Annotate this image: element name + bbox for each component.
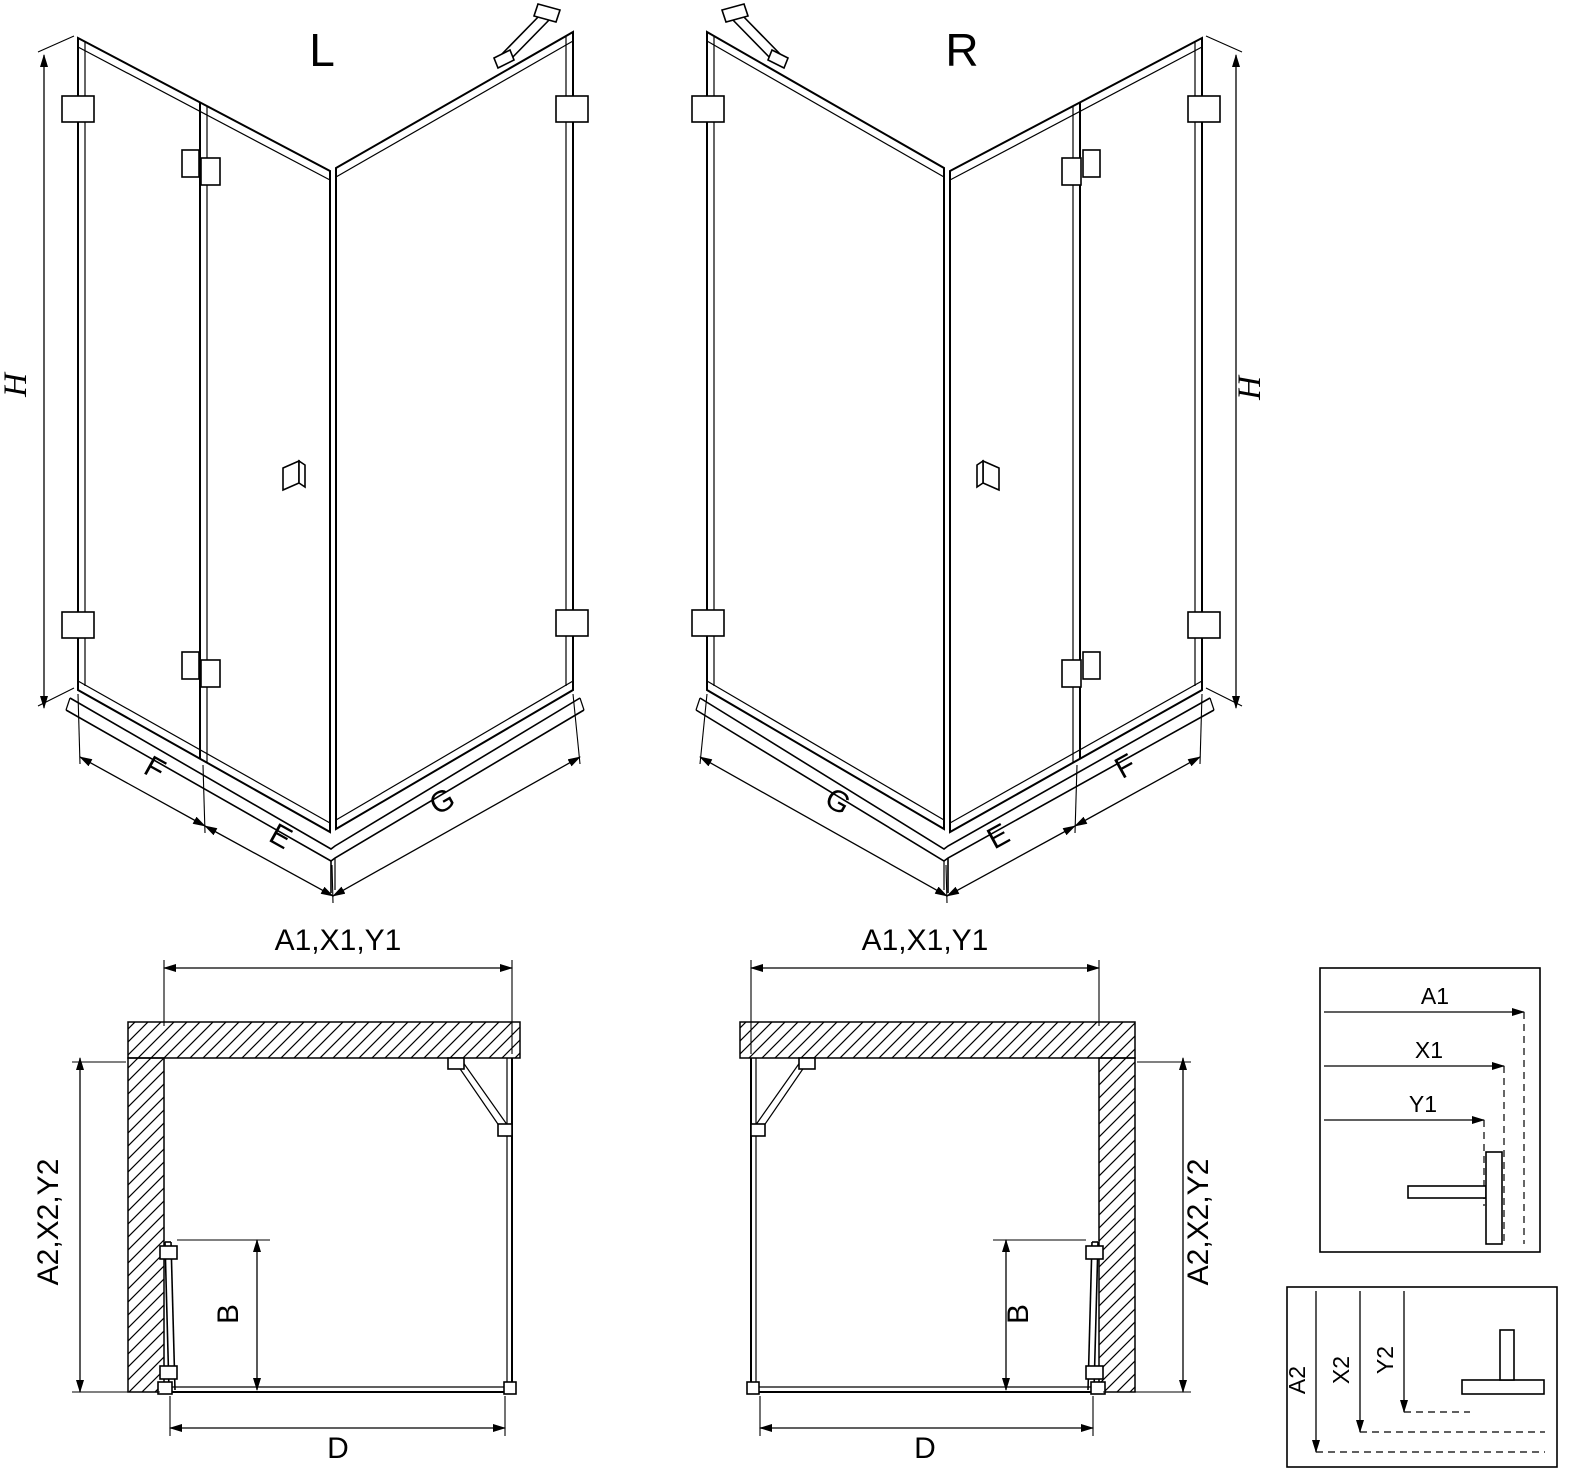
open-door-plan (157, 1241, 517, 1395)
dim-A1X1Y1-label: A1,X1,Y1 (862, 924, 989, 957)
wall-right (1098, 1057, 1136, 1393)
wall-bracket-icons (61, 95, 589, 639)
plan-view-left: A1,X1,Y1 A2,X2,Y2 B D (32, 924, 521, 1465)
dimension-A1X1Y1: A1,X1,Y1 (750, 924, 1100, 1054)
wall-left (127, 1057, 165, 1393)
detail-horizontal-dimensions: A1 X1 Y1 (1319, 967, 1541, 1253)
dimension-B: B (993, 1239, 1086, 1391)
dim-E-label: E (264, 817, 298, 856)
detail-A1-label: A1 (1421, 983, 1449, 1009)
dim-D-label: D (327, 1432, 349, 1465)
dim-B-label: B (212, 1304, 245, 1324)
detail-A2-label: A2 (1284, 1366, 1310, 1394)
dim-F-label: F (139, 750, 171, 788)
dimension-D: D (169, 1396, 506, 1465)
corner-profile-section (1461, 1329, 1545, 1395)
door-hinge-icons (181, 149, 221, 688)
shower-3d-view-right: R (691, 3, 1268, 904)
wall-top (127, 1021, 521, 1059)
dimension-height-left: H (0, 35, 75, 709)
dim-D-label: D (914, 1432, 936, 1465)
glass-panel-front-left (77, 36, 331, 834)
view-right-label: R (945, 24, 978, 76)
dim-B-label: B (1002, 1304, 1035, 1324)
stabilizer-bar-plan (447, 1057, 513, 1137)
glass-panel-front-right (949, 36, 1203, 834)
corner-profile-section (1407, 1151, 1503, 1245)
door-handle-icon (282, 459, 306, 492)
dimension-height-right: H (1205, 35, 1268, 709)
dim-H-label: H (1232, 374, 1268, 401)
shower-3d-view-left: L (0, 3, 589, 904)
dim-A1X1Y1-label: A1,X1,Y1 (275, 924, 402, 957)
door-handle-icon (976, 459, 1000, 492)
glass-panel-side-right (335, 30, 574, 831)
door-hinge-icons (1061, 149, 1101, 688)
detail-X1-label: X1 (1415, 1037, 1443, 1063)
detail-Y2-label: Y2 (1372, 1346, 1398, 1374)
dim-G-label: G (424, 782, 461, 822)
dim-A2X2Y2-label: A2,X2,Y2 (32, 1159, 65, 1286)
stabilizer-bar-icon (492, 3, 562, 70)
dim-H-label: H (0, 371, 34, 398)
dimension-A2X2Y2: A2,X2,Y2 (32, 1057, 160, 1393)
dimension-A2X2Y2: A2,X2,Y2 (1103, 1057, 1215, 1393)
glass-panels-plan (750, 1058, 1099, 1393)
open-door-plan (746, 1241, 1106, 1395)
stabilizer-bar-icon (720, 3, 790, 70)
glass-panels-plan (164, 1058, 513, 1393)
detail-X2-label: X2 (1328, 1356, 1354, 1384)
wall-bracket-icons (691, 95, 1221, 639)
dimension-B: B (177, 1239, 270, 1391)
detail-Y1-label: Y1 (1409, 1091, 1437, 1117)
dim-A2X2Y2-label: A2,X2,Y2 (1182, 1159, 1215, 1286)
dimension-D: D (759, 1396, 1094, 1465)
wall-top (739, 1021, 1136, 1059)
stabilizer-bar-plan (750, 1057, 816, 1137)
glass-panel-side-left (706, 30, 945, 831)
plan-view-right: A1,X1,Y1 A2,X2,Y2 B D (739, 924, 1215, 1465)
detail-vertical-dimensions: A2 X2 Y2 (1284, 1286, 1558, 1468)
dimension-A1X1Y1: A1,X1,Y1 (163, 924, 513, 1054)
view-left-label: L (309, 24, 335, 76)
